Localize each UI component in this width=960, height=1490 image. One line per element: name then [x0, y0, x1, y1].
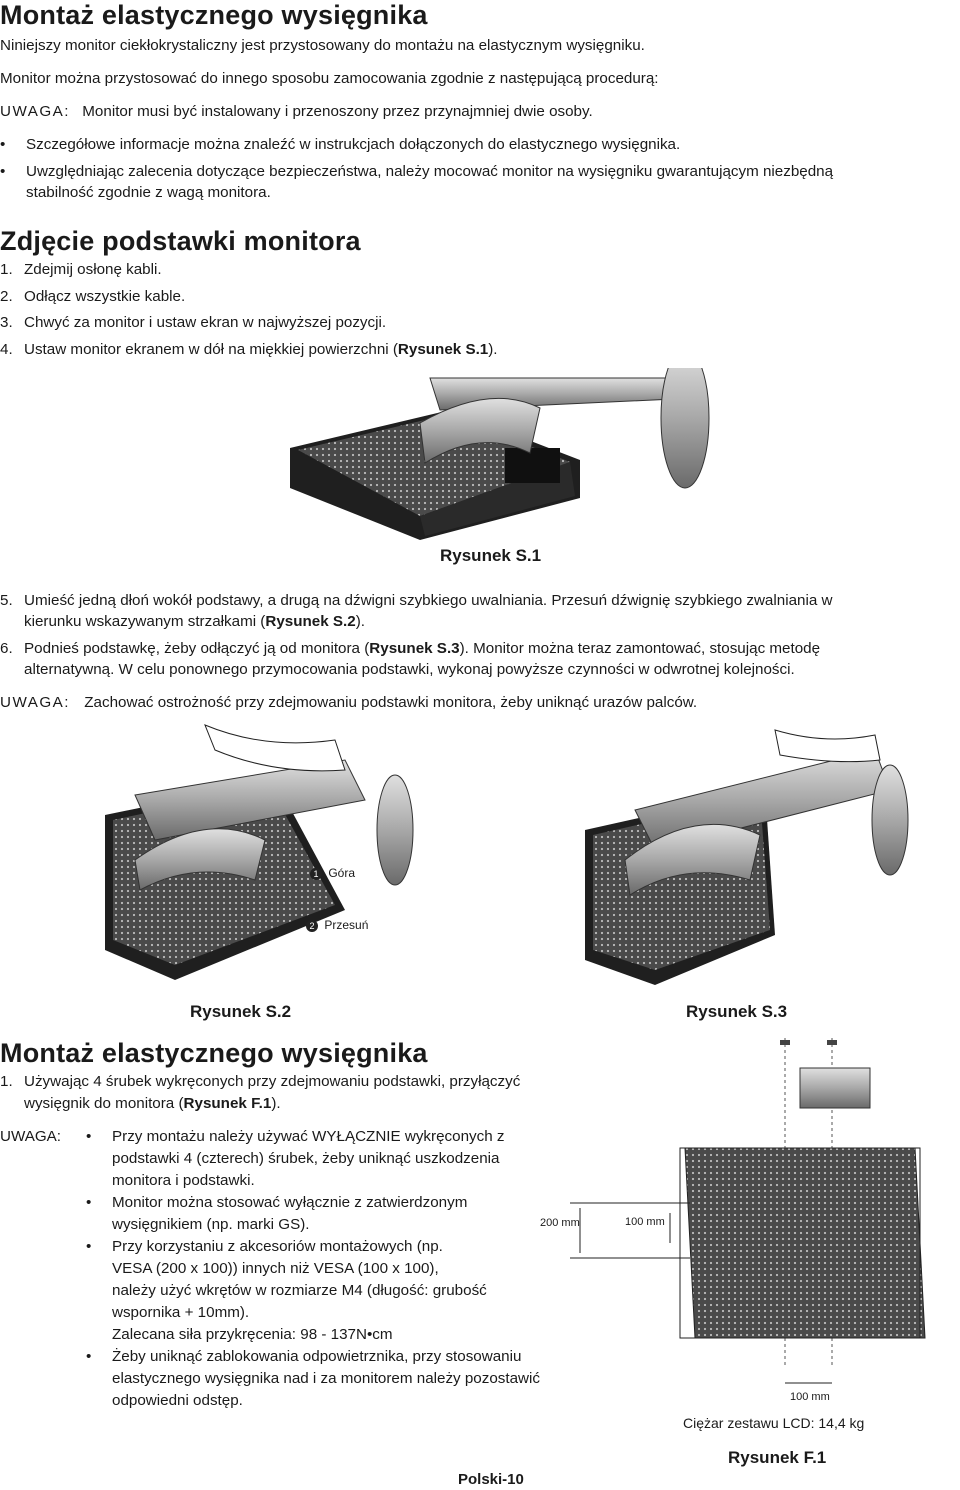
list-item: • Żeby uniknąć zablokowania odpowietrzni… [86, 1348, 540, 1409]
callout-slide: 2 Przesuń [306, 918, 368, 932]
step-item: 6.Podnieś podstawkę, żeby odłączyć ją od… [0, 640, 821, 657]
dimension-200mm: 200 mm [540, 1217, 580, 1229]
figure-ref: Rysunek S.3 [369, 640, 460, 657]
section-title-stand-removal: Zdjęcie podstawki monitora [0, 226, 361, 256]
bullet-dot: • [0, 136, 6, 153]
bullet-dot: • [0, 163, 6, 180]
dimension-100mm-vertical: 100 mm [625, 1216, 665, 1228]
bullet-item: • Szczegółowe informacje można znaleźć w… [0, 134, 960, 156]
step-continuation: wysięgnik do monitora (Rysunek F.1). [24, 1095, 281, 1112]
callout-top: 1 Góra [310, 866, 355, 880]
bullet-continuation: stabilność zgodnie z wagą monitora. [26, 184, 271, 201]
step-item: 1.Używając 4 śrubek wykręconych przy zde… [0, 1073, 521, 1090]
note-label: UWAGA: [0, 1128, 62, 1145]
figure-s3-illustration [585, 729, 909, 985]
section-title-flex-arm-mount: Montaż elastycznego wysięgnika [0, 1038, 428, 1068]
step-item: 1.Zdejmij osłonę kabli. [0, 261, 162, 278]
step-item: 3.Chwyć za monitor i ustaw ekran w najwy… [0, 314, 387, 331]
figure-ref: Rysunek S.2 [265, 613, 356, 630]
step-item: 5.Umieść jedną dłoń wokół podstawy, a dr… [0, 592, 833, 609]
step-continuation: kierunku wskazywanym strzałkami (Rysunek… [24, 613, 365, 630]
figure-f1-caption: Rysunek F.1 [728, 1448, 827, 1467]
list-item: • Monitor można stosować wyłącznie z zat… [86, 1194, 468, 1233]
note-label: UWAGA: [0, 694, 71, 711]
intro-paragraph: Niniejszy monitor ciekłokrystaliczny jes… [0, 37, 645, 54]
figure-ref: Rysunek S.1 [397, 341, 489, 358]
note-two-persons: UWAGA: Monitor musi być instalowany i pr… [0, 101, 593, 123]
dimension-100mm-horizontal: 100 mm [790, 1391, 830, 1403]
figure-s2-illustration [105, 724, 414, 980]
note-text: Monitor musi być instalowany i przenoszo… [82, 103, 593, 120]
list-item: • Przy montażu należy używać WYŁĄCZNIE w… [86, 1128, 505, 1189]
note-fingers: UWAGA: Zachować ostrożność przy zdejmowa… [0, 692, 697, 714]
figure-s1-caption: Rysunek S.1 [440, 546, 542, 565]
callout-number-1: 1 [310, 868, 322, 880]
figure-f1-illustration [570, 1038, 926, 1384]
section-title-flex-arm: Montaż elastycznego wysięgnika [0, 0, 428, 30]
note-bullet-list: • Przy montażu należy używać WYŁĄCZNIE w… [86, 1126, 606, 1412]
list-item: • Przy korzystaniu z akcesoriów montażow… [86, 1238, 487, 1343]
note-label: UWAGA: [0, 103, 71, 120]
callout-number-2: 2 [306, 920, 318, 932]
step-item: 2.Odłącz wszystkie kable. [0, 288, 186, 305]
figure-s2-caption: Rysunek S.2 [190, 1002, 292, 1021]
procedure-paragraph: Monitor można przystosować do innego spo… [0, 70, 659, 87]
step-continuation: alternatywną. W celu ponownego przymocow… [24, 661, 795, 678]
figure-ref: Rysunek F.1 [183, 1095, 272, 1112]
bullet-item: • Uwzględniając zalecenia dotyczące bezp… [0, 161, 960, 183]
note-text: Zachować ostrożność przy zdejmowaniu pod… [84, 694, 698, 711]
weight-label: Ciężar zestawu LCD: 14,4 kg [683, 1415, 865, 1431]
figure-s1-illustration [290, 368, 710, 540]
step-item: 4.Ustaw monitor ekranem w dół na miękkie… [0, 341, 498, 358]
page-number: Polski-10 [458, 1471, 524, 1488]
figure-s3-caption: Rysunek S.3 [686, 1002, 788, 1021]
